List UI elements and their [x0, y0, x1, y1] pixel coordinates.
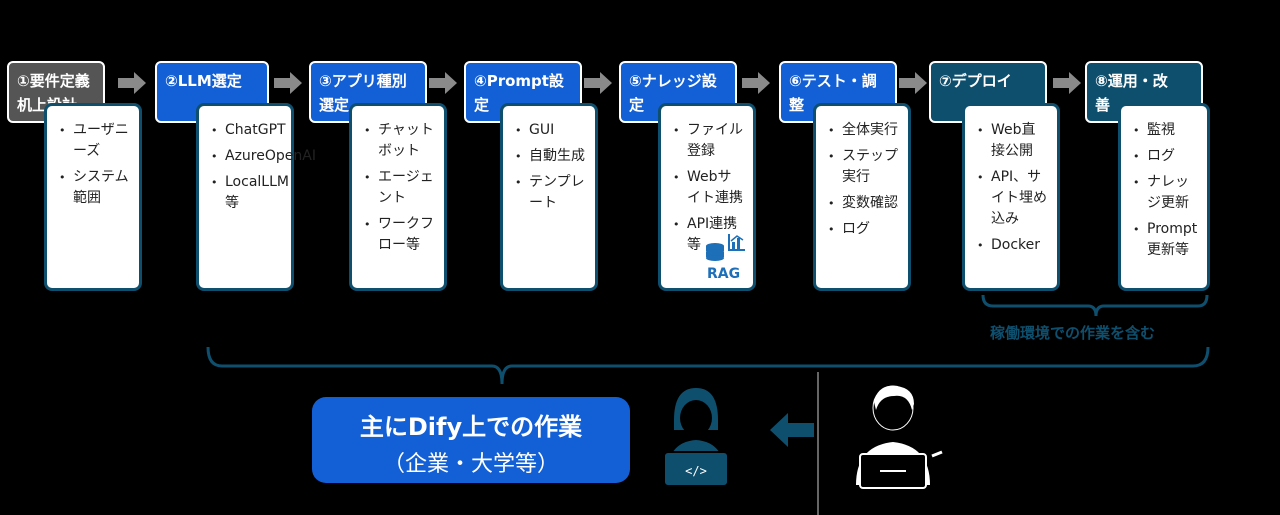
chart-icon [728, 234, 745, 251]
step-8-details: 監視 ログ ナレッジ更新 Prompt更新等 [1118, 103, 1210, 291]
step-3-line1: ③アプリ種別 [319, 72, 407, 90]
detail-item: ユーザニーズ [59, 120, 129, 162]
step-6-line1: ⑥テスト・調 [789, 72, 877, 90]
arrow-right-icon [274, 72, 302, 94]
rag-label: RAG [707, 266, 741, 282]
detail-item: ワークフロー等 [364, 214, 434, 256]
step-3-details: チャットボット エージェント ワークフロー等 [349, 103, 447, 291]
step-6-line2: 整 [789, 96, 805, 114]
detail-item: API、サイト埋め込み [977, 167, 1047, 230]
caption-main: 主にDify上での作業 [359, 413, 583, 441]
detail-item: 自動生成 [515, 146, 585, 167]
step-2-header: ②LLM選定 [155, 61, 269, 123]
person-laptop-icon [856, 385, 943, 489]
detail-item: 変数確認 [828, 193, 898, 214]
detail-item: ナレッジ更新 [1133, 172, 1197, 214]
step-8-line1: ⑧運用・改 [1095, 72, 1168, 90]
detail-item: ログ [1133, 146, 1197, 167]
detail-item: Prompt更新等 [1133, 219, 1197, 261]
detail-item: AzureOpenAI [211, 146, 316, 167]
step-7-details: Web直接公開 API、サイト埋め込み Docker [962, 103, 1060, 291]
detail-item: チャットボット [364, 120, 434, 162]
step-5-line1: ⑤ナレッジ設 [629, 72, 717, 90]
detail-item: Docker [977, 235, 1047, 256]
detail-item: Webサイト連携 [673, 167, 743, 209]
step-3-line2: 選定 [319, 96, 350, 114]
caption-sub: （企業・大学等） [382, 452, 559, 477]
arrow-right-icon [118, 72, 146, 94]
caption-box: 主にDify上での作業 （企業・大学等） [312, 397, 630, 483]
detail-item: ログ [828, 219, 898, 240]
arrow-right-icon [1053, 72, 1081, 94]
detail-item: テンプレート [515, 172, 585, 214]
step-8-line2: 善 [1095, 96, 1111, 114]
arrow-right-icon [429, 72, 457, 94]
step-1-details: ユーザニーズ システム範囲 [44, 103, 142, 291]
step-7-line1: ⑦デプロイ [939, 72, 1012, 90]
detail-item: ChatGPT [211, 120, 286, 141]
env-label: 稼働環境での作業を含む [990, 324, 1156, 342]
step-2-details: ChatGPT AzureOpenAI LocalLLM等 [196, 103, 316, 291]
step-1-line1: ①要件定義 [17, 72, 90, 90]
arrow-right-icon [742, 72, 770, 94]
detail-item: GUI [515, 120, 585, 141]
detail-item: LocalLLM等 [211, 172, 289, 214]
detail-item: Web直接公開 [977, 120, 1047, 162]
step-7-header: ⑦デプロイ [929, 61, 1047, 123]
developer-icon: </> [663, 388, 729, 487]
detail-item: システム範囲 [59, 167, 129, 209]
arrow-left-icon [770, 413, 814, 447]
detail-item: ファイル登録 [673, 120, 743, 162]
step-6-details: 全体実行 ステップ実行 変数確認 ログ [813, 103, 911, 291]
step-5-line2: 定 [629, 96, 645, 114]
detail-item: 監視 [1133, 120, 1197, 141]
detail-item: ステップ実行 [828, 146, 898, 188]
arrow-right-icon [899, 72, 927, 94]
step-4-line1: ④Prompt設 [474, 72, 564, 90]
arrow-right-icon [584, 72, 612, 94]
step-4-line2: 定 [474, 96, 490, 114]
step-5-details: ファイル登録 Webサイト連携 API連携等 [658, 103, 756, 291]
detail-item: エージェント [364, 167, 434, 209]
database-icon [706, 243, 724, 261]
svg-text:</>: </> [685, 464, 707, 478]
detail-item: API連携等 [673, 214, 743, 256]
detail-item: 全体実行 [828, 120, 898, 141]
step-2-line1: ②LLM選定 [165, 72, 242, 90]
step-4-details: GUI 自動生成 テンプレート [500, 103, 598, 291]
